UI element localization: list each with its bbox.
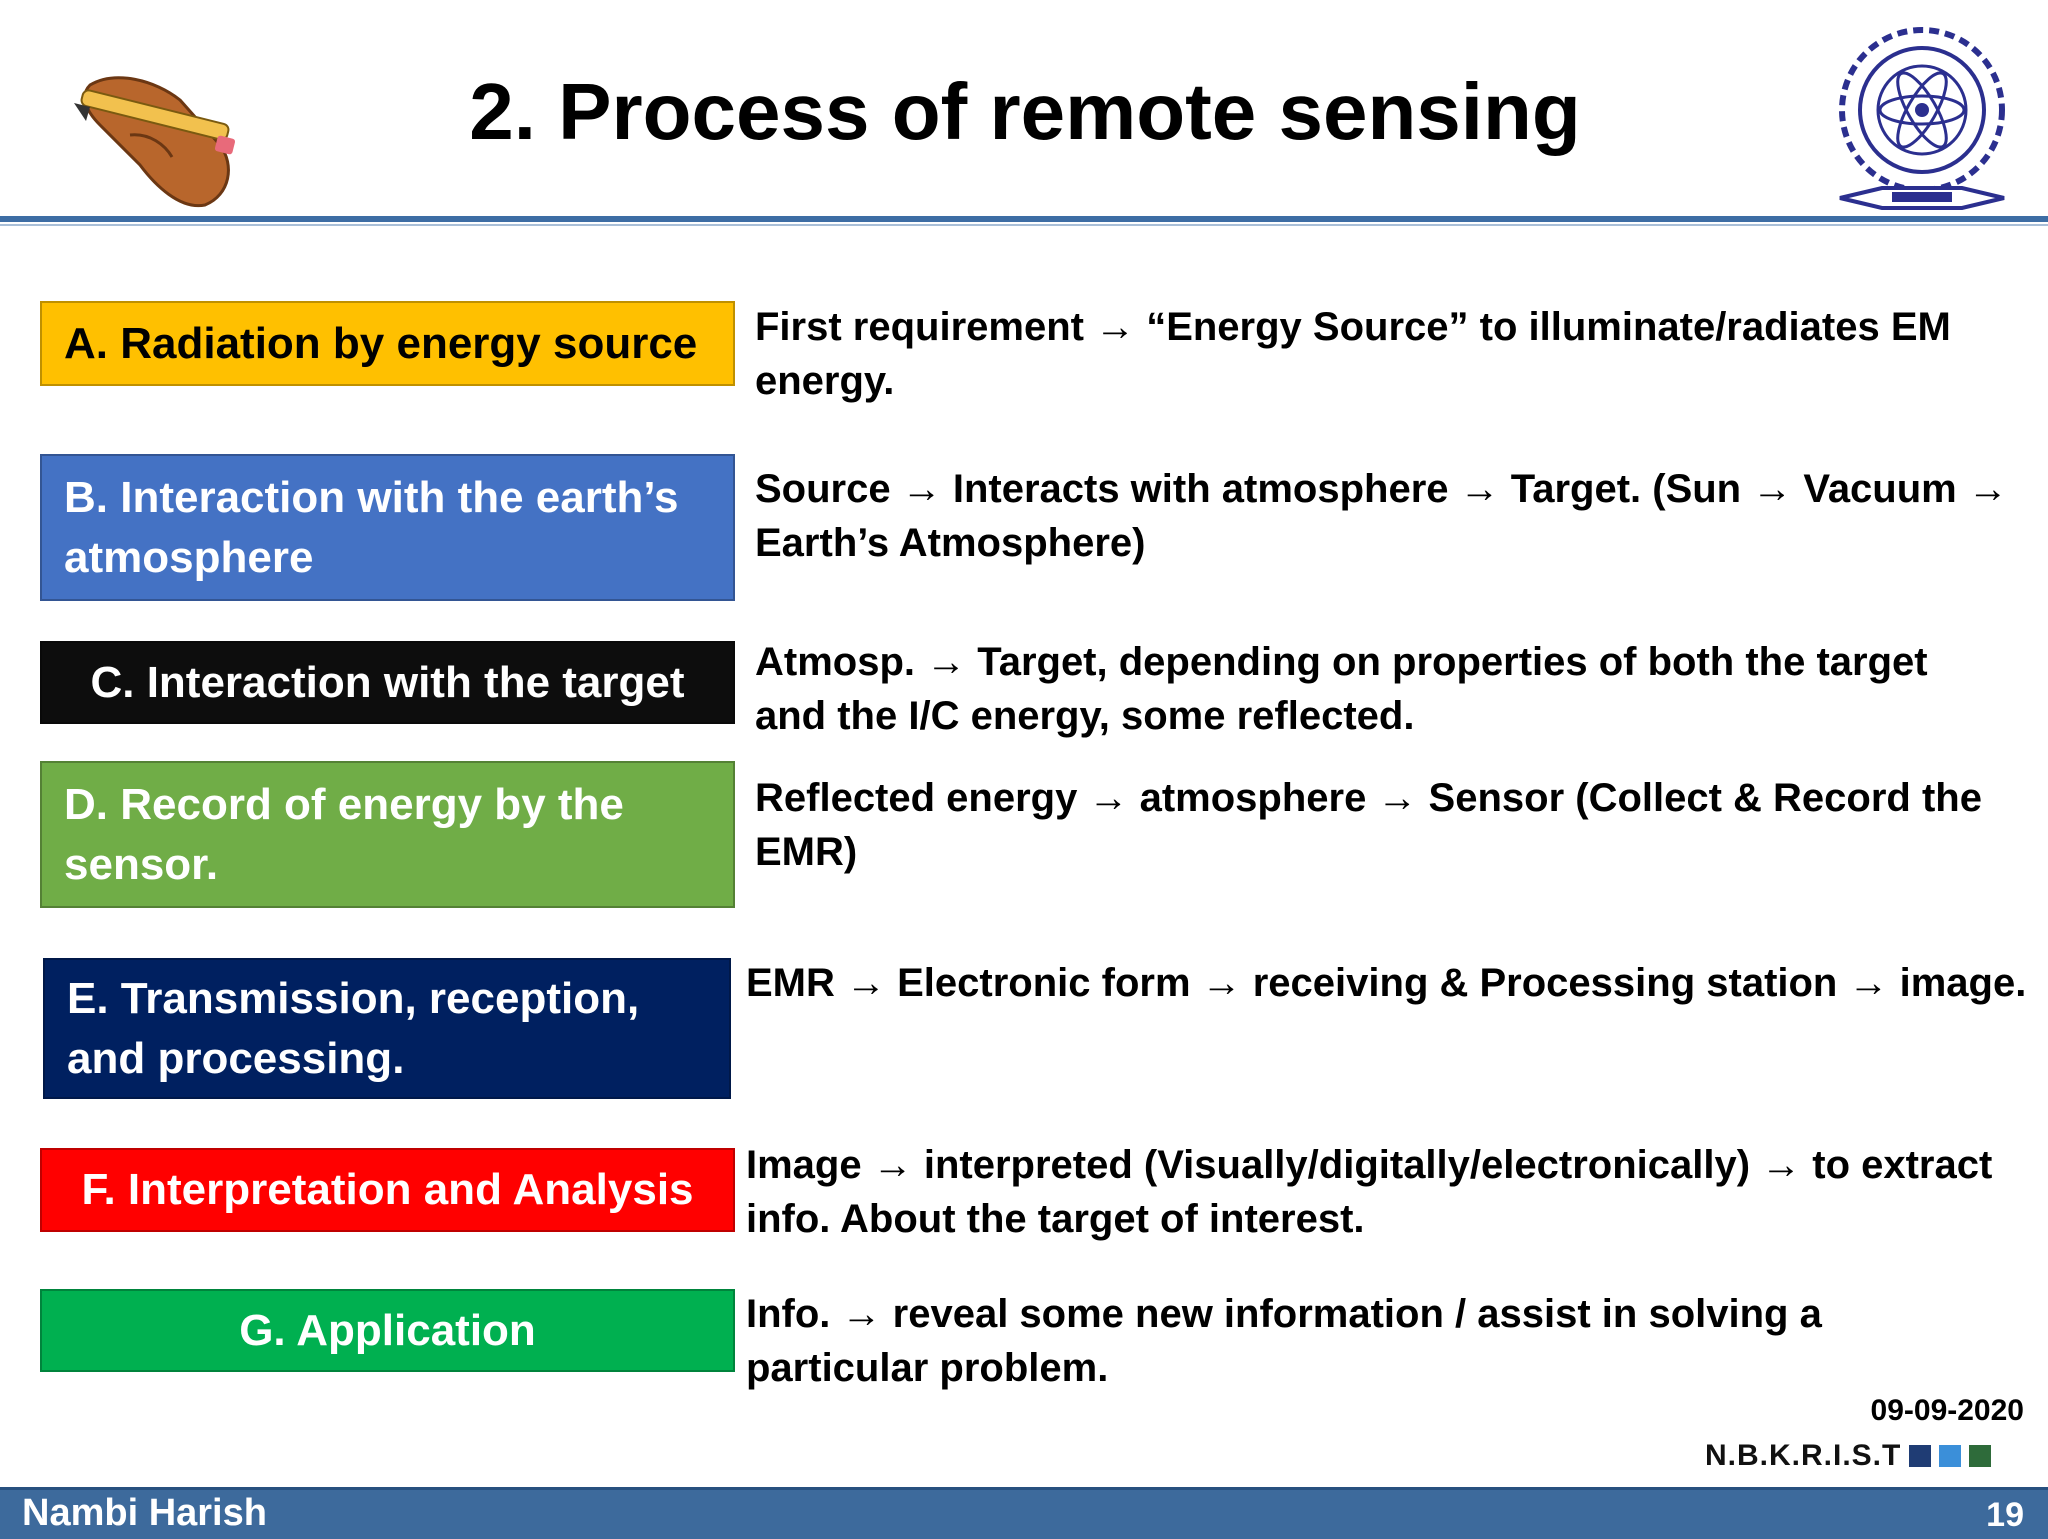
step-description-b: Source → Interacts with atmosphere → Tar… <box>755 467 2008 565</box>
brand-mark: N.B.K.R.I.S.T <box>1705 1438 2035 1474</box>
brand-square-icon <box>1969 1445 1992 1467</box>
step-description-d: Reflected energy → atmosphere → Sensor (… <box>755 776 1982 874</box>
step-description-f: Image → interpreted (Visually/digitally/… <box>746 1143 1993 1241</box>
step-label: A. Radiation by energy source <box>64 318 698 368</box>
brand-square-icon <box>1909 1445 1932 1467</box>
step-description-c: Atmosp. → Target, depending on propertie… <box>755 640 1928 738</box>
step-label: G. Application <box>239 1305 536 1355</box>
slide-date: 09-09-2020 <box>1870 1394 2024 1427</box>
hand-writing-pencil-icon <box>60 45 250 215</box>
college-emblem-logo <box>1822 18 2022 218</box>
step-description-g: Info. → reveal some new information / as… <box>746 1292 1822 1390</box>
header-divider-thin <box>0 224 2048 226</box>
step-box-e: E. Transmission, reception, and processi… <box>43 958 731 1099</box>
step-box-c: C. Interaction with the target <box>40 641 735 724</box>
step-label: D. Record of energy by the sensor. <box>64 779 624 889</box>
step-label: E. Transmission, reception, and processi… <box>67 973 640 1083</box>
step-description-e: EMR → Electronic form → receiving & Proc… <box>746 961 2027 1005</box>
page-number: 19 <box>1986 1496 2024 1534</box>
step-label: B. Interaction with the earth’s atmosphe… <box>64 472 679 582</box>
step-label: F. Interpretation and Analysis <box>81 1165 694 1214</box>
brand-square-icon <box>1939 1445 1962 1467</box>
step-box-b: B. Interaction with the earth’s atmosphe… <box>40 454 735 601</box>
step-box-f: F. Interpretation and Analysis <box>40 1148 735 1232</box>
header-divider <box>0 216 2048 222</box>
step-label: C. Interaction with the target <box>90 657 685 707</box>
step-box-d: D. Record of energy by the sensor. <box>40 761 735 908</box>
step-box-a: A. Radiation by energy source <box>40 301 735 386</box>
step-description-a: First requirement → “Energy Source” to i… <box>755 305 1951 403</box>
brand-text: N.B.K.R.I.S.T <box>1705 1439 1902 1472</box>
step-box-g: G. Application <box>40 1289 735 1372</box>
footer-bar: Nambi Harish 19 <box>0 1487 2048 1539</box>
slide-title: 2. Process of remote sensing <box>469 67 1581 156</box>
footer-author: Nambi Harish <box>22 1492 267 1534</box>
